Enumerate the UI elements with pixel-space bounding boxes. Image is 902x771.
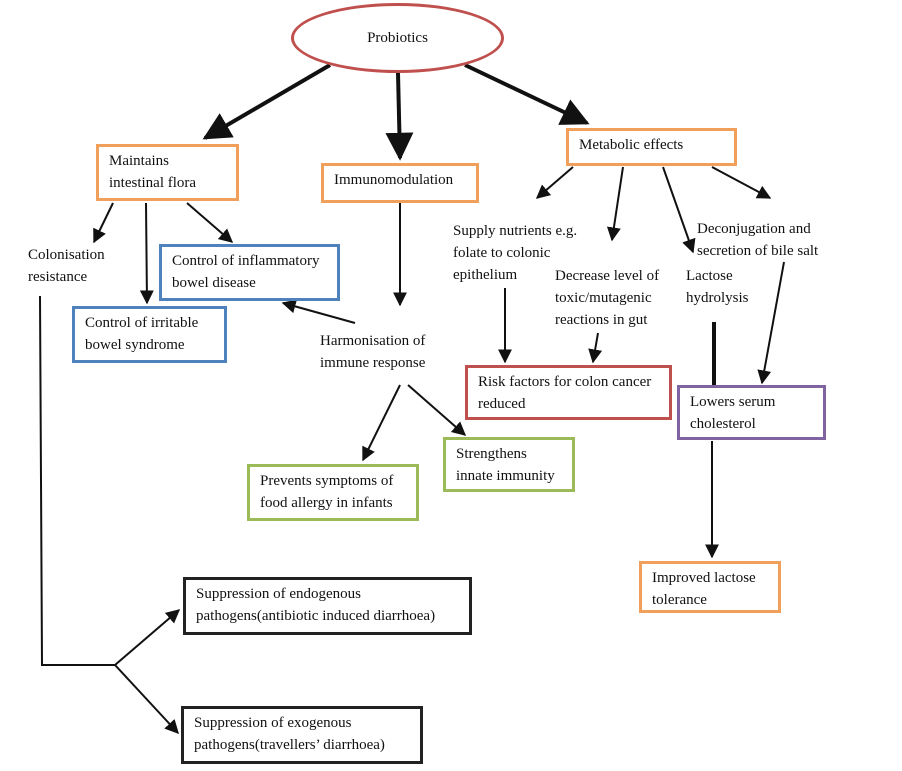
arrow-root-to-immuno <box>385 72 414 161</box>
arrow-root-to-metabolic <box>464 63 590 125</box>
node-prevents-food-allergy: Prevents symptoms of food allergy in inf… <box>247 464 419 521</box>
node-control-inflammatory-bowel-disease: Control of inflammatory bowel disease <box>159 244 340 301</box>
node-harmonisation-immune-response: Harmonisation of immune response <box>320 333 426 371</box>
node-deconjugation-bile-salt: Deconjugation and secretion of bile salt <box>697 221 819 259</box>
node-strengthens-innate-immunity: Strengthens innate immunity <box>443 437 575 492</box>
arrow-maintains-to-colonisation <box>93 202 114 244</box>
node-supply-nutrients: Supply nutrients e.g. folate to colonic … <box>453 223 578 283</box>
arrow-root-to-maintains <box>202 63 332 140</box>
node-decrease-toxic-reactions: Decrease level of toxic/mutagenic reacti… <box>555 268 660 328</box>
arrow-harmonisation-to-innate <box>407 384 467 436</box>
node-suppression-exogenous-pathogens: Suppression of exogenous pathogens(trave… <box>181 706 423 764</box>
arrow-maintains-to-ibd <box>186 202 234 243</box>
node-immunomodulation: Immunomodulation <box>321 163 479 203</box>
node-colon-cancer-risk-reduced: Risk factors for colon cancer reduced <box>465 365 672 420</box>
node-probiotics: Probiotics <box>291 3 504 73</box>
arrow-metabolic-to-supply <box>535 166 574 199</box>
arrow-colonisation-to-endogenous <box>114 609 181 666</box>
node-maintains-intestinal-flora: Maintains intestinal flora <box>96 144 239 201</box>
arrow-metabolic-to-decrease <box>606 166 624 242</box>
node-lowers-serum-cholesterol: Lowers serum cholesterol <box>677 385 826 440</box>
arrow-metabolic-to-lactose-hydrolysis <box>662 166 696 254</box>
arrow-colonisation-to-exogenous <box>114 664 179 735</box>
arrow-maintains-to-ibs <box>139 202 154 305</box>
arrow-harmonisation-to-food-allergy <box>362 384 401 462</box>
node-lactose-hydrolysis: Lactose hydrolysis <box>686 268 749 306</box>
arrow-decrease-to-colon-cancer <box>588 332 603 364</box>
node-colonisation-resistance: Colonisation resistance <box>28 247 105 285</box>
arrow-deconjugation-to-cholesterol <box>757 261 785 385</box>
node-metabolic-effects: Metabolic effects <box>566 128 737 166</box>
node-improved-lactose-tolerance: Improved lactose tolerance <box>639 561 781 613</box>
node-control-irritable-bowel-syndrome: Control of irritable bowel syndrome <box>72 306 227 363</box>
arrow-metabolic-to-deconjugation <box>711 166 772 199</box>
line-colonisation-bracket <box>39 295 115 666</box>
arrow-harmonisation-to-ibd <box>281 299 356 324</box>
node-suppression-endogenous-pathogens: Suppression of endogenous pathogens(anti… <box>183 577 472 635</box>
